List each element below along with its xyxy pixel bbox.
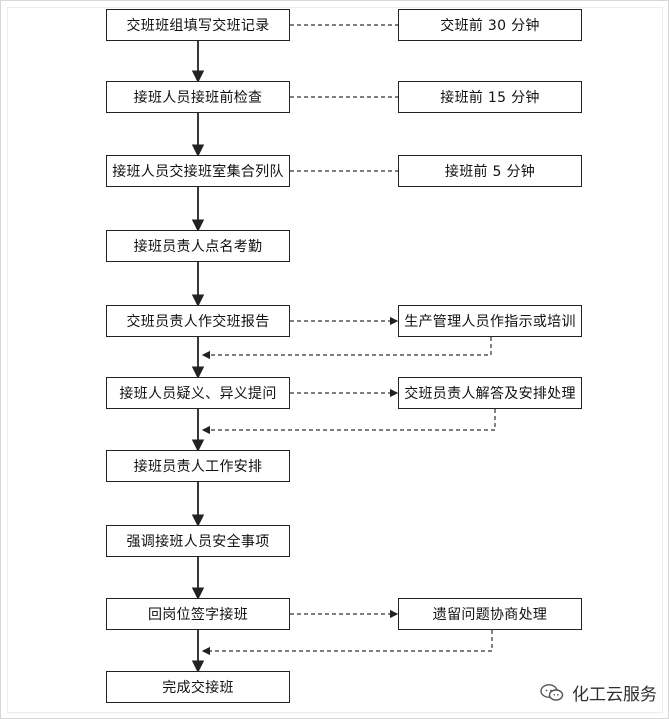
step-8-box: 强调接班人员安全事项 <box>106 525 290 557</box>
step-6-box: 接班人员疑义、异义提问 <box>106 377 290 409</box>
dash-return-question <box>201 409 496 435</box>
side-label-9: 遗留问题协商处理 <box>432 607 548 623</box>
side-box-1: 交班前 30 分钟 <box>398 9 582 41</box>
step-7-label: 接班员责人工作安排 <box>133 459 263 475</box>
wechat-icon <box>540 683 564 701</box>
side-label-3: 接班前 5 分钟 <box>444 164 536 180</box>
step-4-label: 接班员责人点名考勤 <box>133 239 263 255</box>
side-links <box>201 24 496 656</box>
step-10-label: 完成交接班 <box>162 680 234 696</box>
step-10-box: 完成交接班 <box>106 671 290 703</box>
step-1-label: 交班班组填写交班记录 <box>126 18 270 34</box>
diagram-inner-border <box>7 7 663 713</box>
step-9-label: 回岗位签字接班 <box>147 607 249 623</box>
step-3-box: 接班人员交接班室集合列队 <box>106 155 290 187</box>
step-8-label: 强调接班人员安全事项 <box>126 534 270 550</box>
dash-return-report <box>201 337 492 360</box>
step-5-box: 交班员责人作交班报告 <box>106 305 290 337</box>
side-box-9: 遗留问题协商处理 <box>398 598 582 630</box>
step-7-box: 接班员责人工作安排 <box>106 450 290 482</box>
side-box-5: 生产管理人员作指示或培训 <box>398 305 582 337</box>
side-box-2: 接班前 15 分钟 <box>398 81 582 113</box>
step-2-label: 接班人员接班前检查 <box>133 90 263 106</box>
step-3-label: 接班人员交接班室集合列队 <box>112 164 284 180</box>
step-6-label: 接班人员疑义、异义提问 <box>119 386 277 402</box>
step-9-box: 回岗位签字接班 <box>106 598 290 630</box>
step-2-box: 接班人员接班前检查 <box>106 81 290 113</box>
step-4-box: 接班员责人点名考勤 <box>106 230 290 262</box>
side-label-5: 生产管理人员作指示或培训 <box>404 314 576 330</box>
dash-return-signoff <box>201 630 493 656</box>
side-box-3: 接班前 5 分钟 <box>398 155 582 187</box>
side-label-1: 交班前 30 分钟 <box>440 18 540 34</box>
side-box-6: 交班员责人解答及安排处理 <box>398 377 582 409</box>
step-1-box: 交班班组填写交班记录 <box>106 9 290 41</box>
watermark: 化工云服务 <box>540 680 657 705</box>
watermark-text: 化工云服务 <box>572 685 657 705</box>
side-label-6: 交班员责人解答及安排处理 <box>404 386 576 402</box>
step-5-label: 交班员责人作交班报告 <box>126 314 270 330</box>
side-label-2: 接班前 15 分钟 <box>440 90 540 106</box>
